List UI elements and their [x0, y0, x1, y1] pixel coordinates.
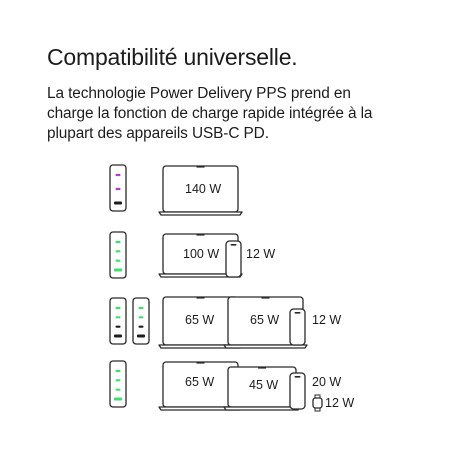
row3-charger-2-port-4: [137, 334, 145, 338]
row4-laptop-1-notch: [196, 362, 205, 364]
row3-laptop1-watt-label: 65 W: [185, 313, 215, 327]
page-title: Compatibilité universelle.: [47, 44, 298, 70]
row3-charger-1-port-1: [115, 306, 121, 310]
row3-charger-2-port-1: [138, 306, 144, 310]
row1-laptop-notch: [196, 166, 205, 168]
row3-phone-notch: [294, 312, 301, 314]
row4-charger-body: [109, 360, 127, 408]
row4-watch-watt-label: 12 W: [325, 396, 355, 410]
row4-phone-watt-label: 20 W: [312, 375, 342, 389]
row2-phone-body: [225, 240, 242, 278]
row2-charger-port-4: [114, 268, 122, 272]
row4-charger-port-3: [115, 388, 121, 391]
row3-charger-2-body: [132, 297, 150, 345]
row3-laptop2-watt-label: 65 W: [250, 313, 280, 327]
subtitle-line-3: plupart des appareils USB-C PD.: [47, 125, 269, 142]
row3-charger-1-port-2: [115, 316, 121, 319]
row3-phone-watt-label: 12 W: [312, 313, 342, 327]
row1-charger-port-2: [115, 187, 121, 191]
row4-phone-body: [289, 372, 306, 410]
row3-phone-body: [289, 308, 306, 346]
row3-charger-2-port-2: [138, 316, 144, 319]
row3-laptop-1-notch: [196, 297, 205, 299]
row3-laptop-2-notch: [261, 297, 270, 299]
row4-laptop-2-notch: [258, 367, 266, 369]
row2-laptop-notch: [196, 234, 205, 236]
row4-charger-port-2: [115, 379, 121, 382]
row2-charger-port-3: [115, 259, 121, 262]
row3-charger-1-port-4: [114, 334, 122, 338]
row4-charger-port-4: [114, 397, 122, 401]
row2-phone-notch: [230, 244, 237, 246]
row3-charger-2-port-3: [138, 325, 144, 328]
subtitle-line-2: charge la fonction de charge rapide inté…: [47, 105, 373, 122]
page-subtitle: La technologie Power Delivery PPS prend …: [47, 84, 447, 144]
row1-laptop-base: [158, 211, 243, 216]
row4-watch-body: [312, 397, 323, 409]
row4-laptop1-watt-label: 65 W: [185, 375, 215, 389]
subtitle-line-1: La technologie Power Delivery PPS prend …: [47, 85, 351, 102]
row4-charger-port-1: [115, 369, 121, 373]
row3-charger-1-body: [109, 297, 127, 345]
row4-laptop-2-base: [223, 406, 301, 411]
row2-charger-port-1: [115, 240, 121, 244]
row3-charger-1-port-3: [115, 325, 121, 328]
row2-phone-watt-label: 12 W: [246, 247, 276, 261]
row4-phone-notch: [294, 376, 301, 378]
row1-charger-port-1: [115, 173, 121, 177]
row2-laptop-base: [158, 273, 243, 278]
row3-laptop-2-base: [223, 344, 308, 349]
row2-charger-body: [109, 231, 127, 279]
row2-charger-port-2: [115, 250, 121, 253]
row1-laptop-watt-label: 140 W: [185, 182, 222, 196]
row2-laptop-watt-label: 100 W: [183, 247, 220, 261]
row4-laptop2-watt-label: 45 W: [249, 378, 279, 392]
row1-charger-port-3: [114, 201, 122, 205]
